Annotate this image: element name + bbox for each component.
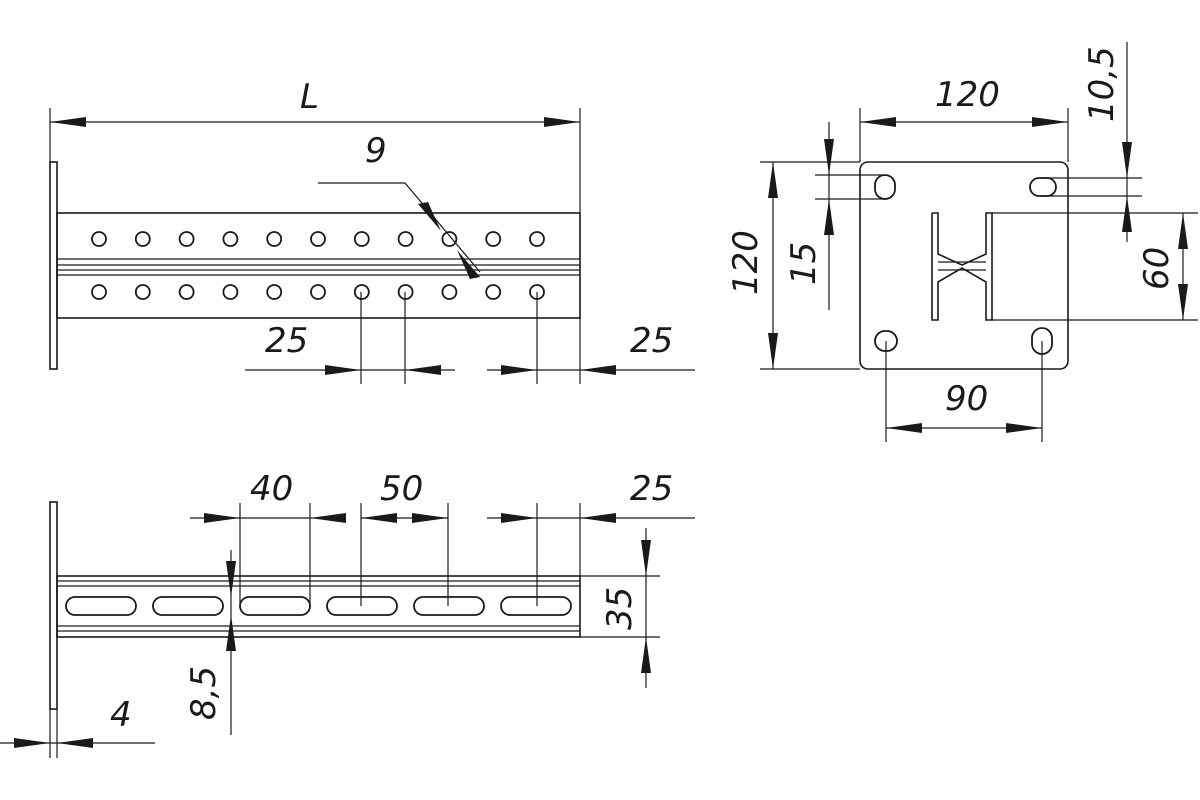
arrowhead [1178,284,1188,320]
arrowhead [1006,423,1042,433]
bolt-hole [266,284,283,300]
front-mounting-plate [49,161,58,370]
bolt-hole [178,231,195,247]
dim-slot-width-label: 10,5 [1082,46,1122,122]
bolt-hole [266,231,283,247]
bolt-hole [310,231,326,247]
arrowhead [50,117,86,127]
plate-slot [1029,177,1057,197]
elongated-slot [65,596,137,616]
arrowhead [226,561,236,597]
dim-hole-diameter-label: 9 [365,131,387,171]
elongated-slot [152,596,224,616]
top-channel-body [56,575,581,638]
dim-top-end-offset-label: 25 [630,469,673,509]
arrowhead [641,637,651,673]
front-view: L 9 25 25 [49,77,695,384]
arrowhead [768,333,778,369]
bolt-hole [529,231,545,247]
arrowhead [14,738,50,748]
dim-slot-pitch-label: 50 [380,469,423,509]
end-mounting-plate [859,161,1069,370]
bolt-hole [222,284,239,300]
top-slot-row [65,596,572,616]
dim-hole-pitch-label: 90 [945,379,988,419]
bolt-hole [441,284,458,300]
arrowhead [501,365,537,375]
dim-top-slot-width-label: 8,5 [184,666,224,720]
arrowhead [325,365,361,375]
arrowhead [1122,196,1132,232]
arrowhead [204,513,240,523]
dim-profile-height-label: 60 [1137,247,1177,290]
dim-hole-spacing-label: 25 [265,321,308,361]
top-view: 40 50 25 35 8,5 4 [0,469,695,758]
bolt-hole [485,284,502,300]
top-mounting-plate [49,501,58,710]
arrowhead [641,540,651,576]
elongated-slot [413,596,485,616]
dim-profile-width-label: 35 [600,587,640,630]
arrowhead [418,202,441,231]
bolt-hole [222,231,239,247]
bolt-hole [397,231,414,247]
dim-end-offset-label: 25 [630,321,673,361]
arrowhead [824,199,834,235]
arrowhead [1178,213,1188,249]
arrowhead [860,117,896,127]
bolt-hole [310,284,326,300]
plate-slot [874,174,896,200]
elongated-slot [239,596,311,616]
bolt-hole [134,231,151,247]
arrowhead [886,423,922,433]
arrowhead [544,117,580,127]
arrowhead [457,250,480,279]
dim-length-label: L [300,77,319,117]
arrowhead [580,513,616,523]
bolt-hole [91,231,107,247]
dim-plate-width-label: 120 [935,75,1000,115]
arrowhead [226,615,236,651]
dim-plate-thickness-label: 4 [110,695,132,735]
arrowhead [412,513,448,523]
bolt-hole [353,231,370,247]
bolt-hole [134,284,151,300]
bolt-hole [485,231,502,247]
bolt-hole [91,284,107,300]
arrowhead [768,162,778,198]
arrowhead [1122,142,1132,178]
arrowhead [1032,117,1068,127]
arrowhead [501,513,537,523]
channel-cross-section [931,212,993,321]
arrowhead [580,365,616,375]
arrowhead [824,139,834,175]
elongated-slot [500,596,572,616]
arrowhead [310,513,346,523]
bolt-hole [178,284,195,300]
front-hole-grid [91,231,545,300]
end-view: 120 120 15 10,5 60 90 [726,42,1198,442]
dim-slot-spacing-label: 15 [784,242,824,285]
bolt-hole [441,231,458,247]
arrowhead [57,738,93,748]
dim-slot-length-label: 40 [250,469,293,509]
dim-plate-height-label: 120 [726,230,766,295]
dim-hole-diameter-leader [318,182,481,273]
bolt-hole [353,284,370,300]
arrowhead [361,513,397,523]
elongated-slot [326,596,398,616]
arrowhead [405,365,441,375]
